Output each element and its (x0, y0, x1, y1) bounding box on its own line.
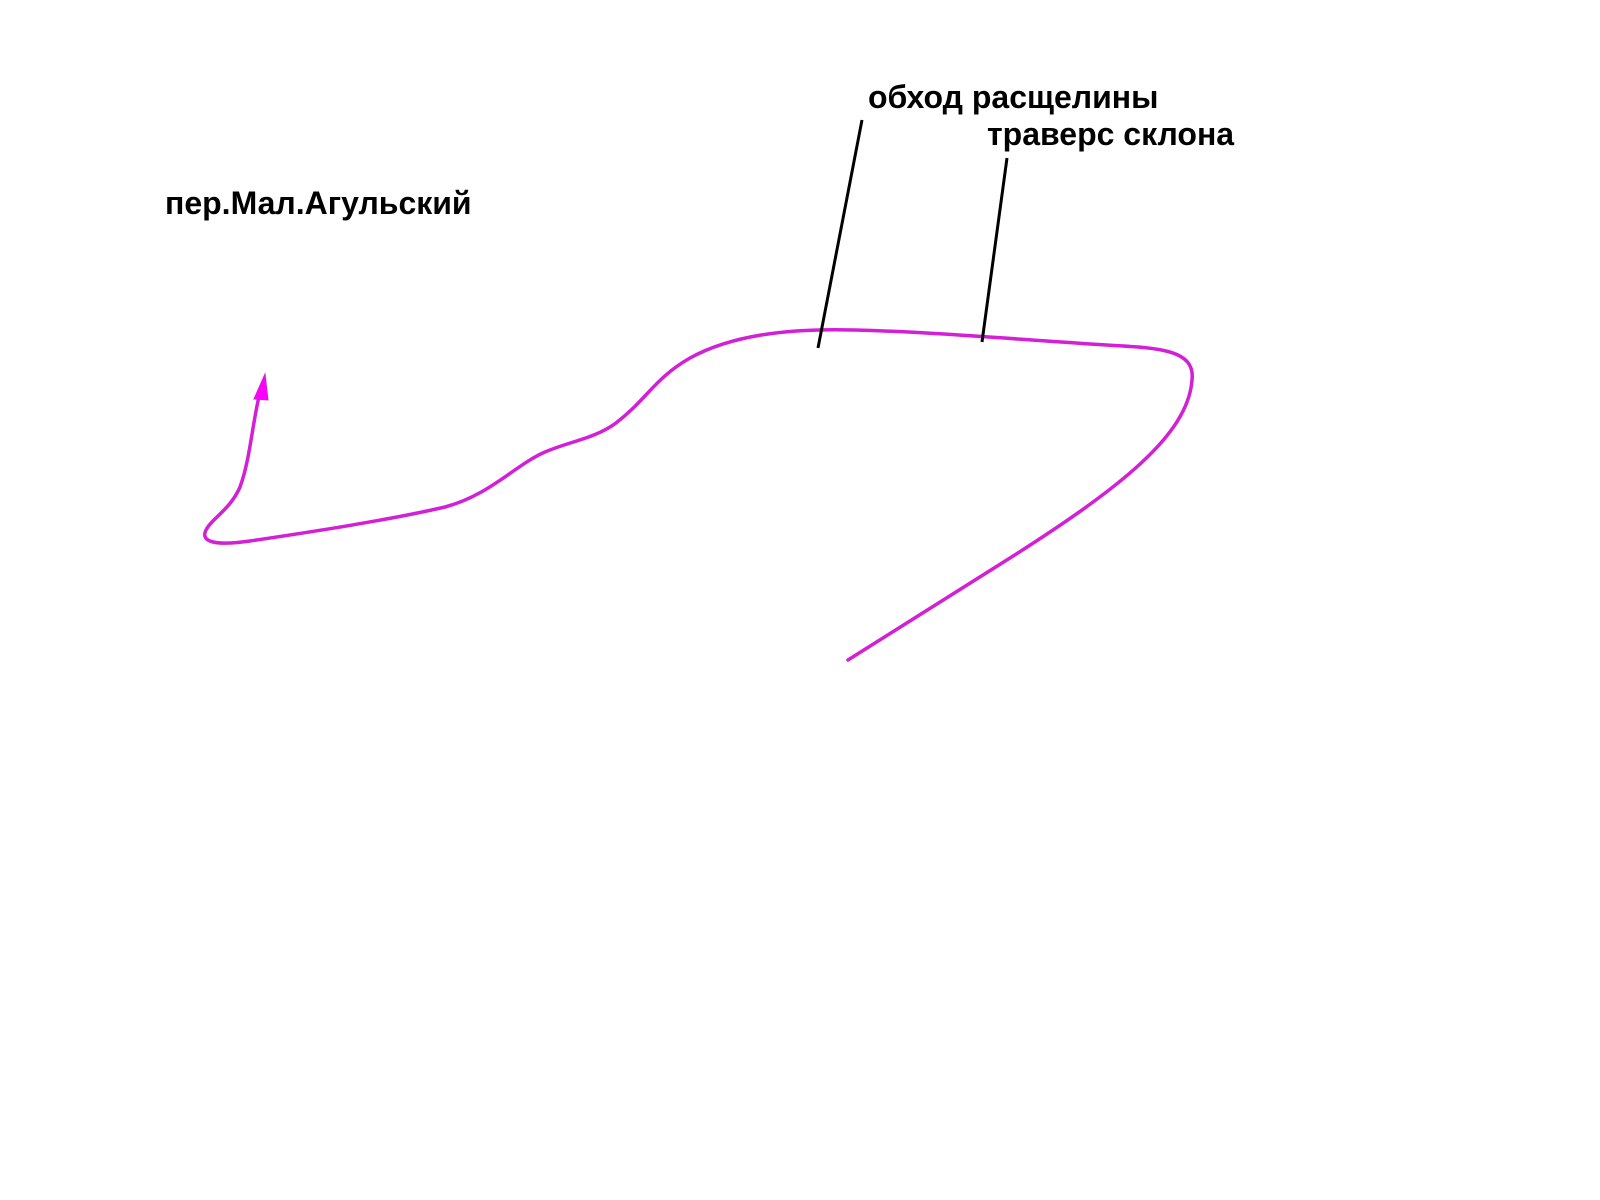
pass-name-label: пер.Мал.Агульский (165, 185, 472, 221)
route-arrowhead (253, 372, 269, 401)
crevasse-bypass-leader (816, 119, 864, 349)
route-line (203, 327, 1194, 662)
slope-traverse-label: траверс склона (987, 116, 1234, 152)
crevasse-bypass-label: обход расщелины (868, 79, 1158, 115)
slope-traverse-leader (980, 157, 1009, 343)
